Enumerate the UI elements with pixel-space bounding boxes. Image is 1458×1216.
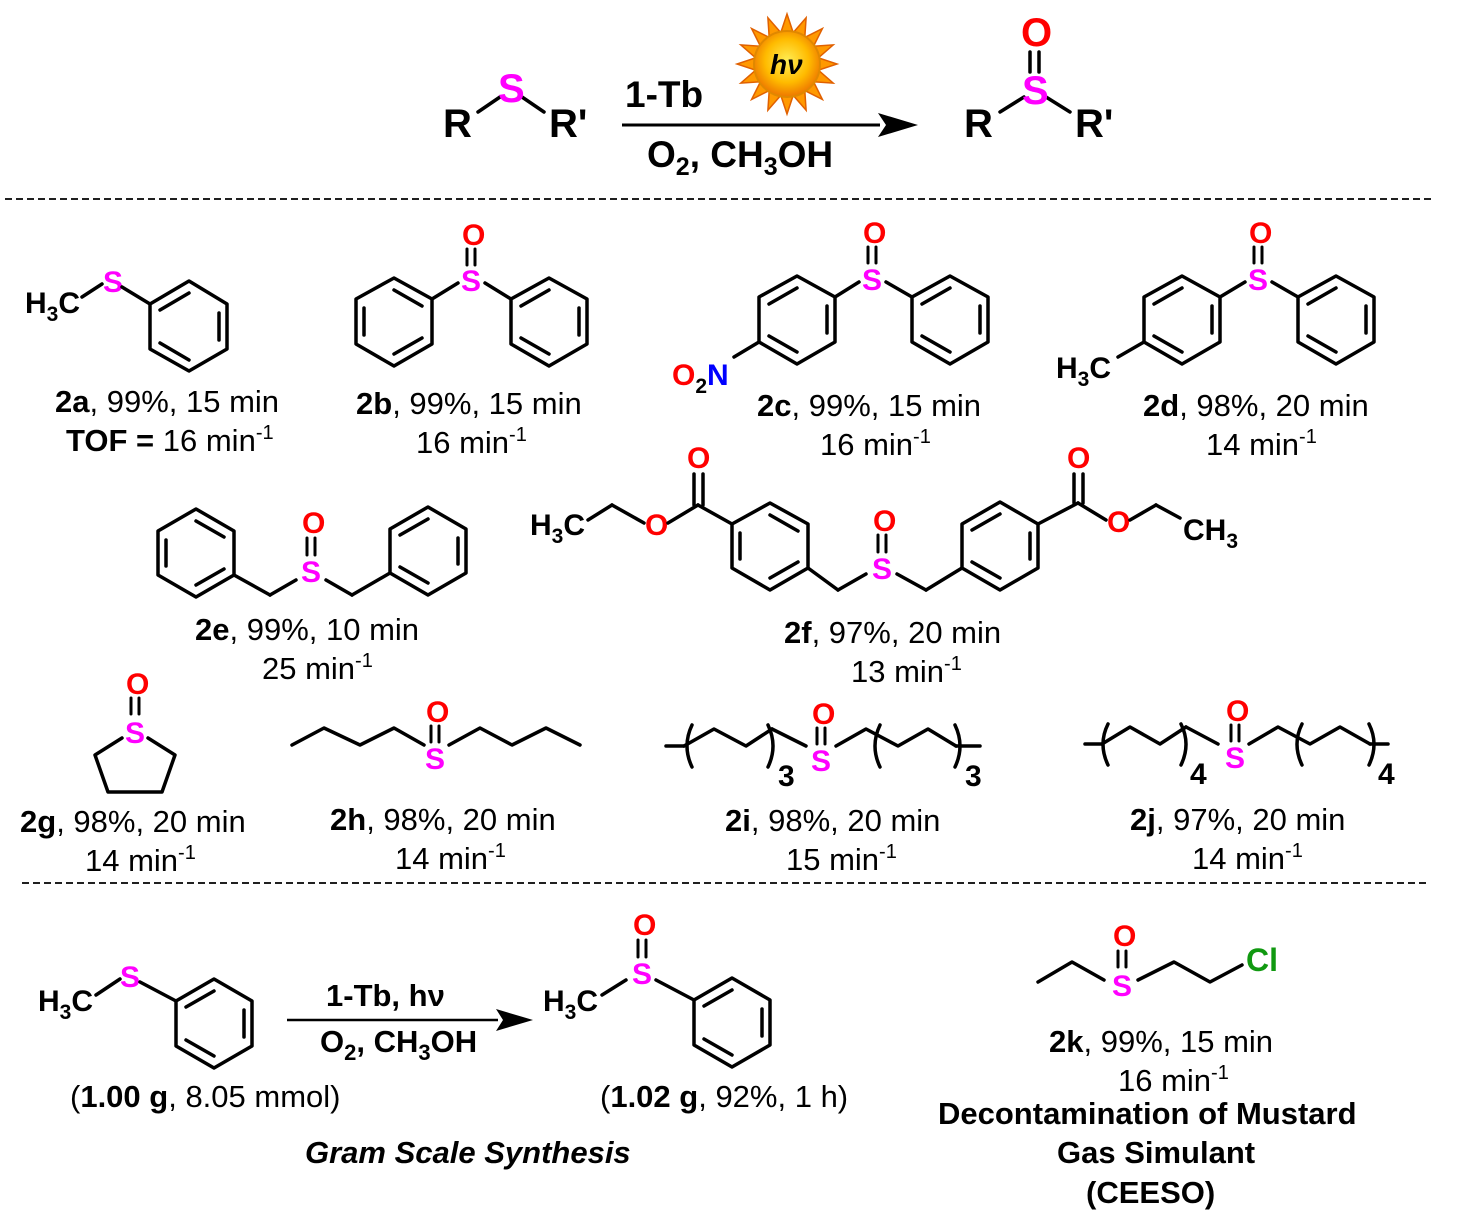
- svg-text:O: O: [633, 909, 656, 942]
- compound-2c: O S O2N 2c, 99%, 15 min 16 min-1: [672, 217, 990, 462]
- svg-text:O: O: [1107, 506, 1130, 539]
- tof-2e: 25 min-1: [262, 650, 373, 686]
- methyl-label: H3C: [530, 509, 585, 548]
- svg-text:O: O: [126, 668, 149, 701]
- methyl-label: H3C: [1056, 352, 1111, 391]
- compound-2j: 4 O S 4 2j, 97%, 20 min 14 min-1: [1083, 695, 1395, 876]
- compound-2i: 3 O S 3 2i, 98%, 20 min 15 min-1: [664, 698, 982, 877]
- svg-text:O: O: [462, 219, 485, 252]
- tof-2f: 13 min-1: [851, 653, 962, 689]
- svg-text:S: S: [1248, 264, 1268, 297]
- label-2i: 2i, 98%, 20 min: [725, 803, 940, 838]
- svg-text:S: S: [461, 265, 481, 298]
- tof-2c: 16 min-1: [820, 426, 931, 462]
- reactant-s-atom: S: [498, 67, 525, 111]
- tof-2g: 14 min-1: [85, 842, 196, 878]
- methyl-label: CH3: [1183, 514, 1238, 553]
- methyl-label: H3C: [38, 985, 93, 1024]
- methyl-label: H3C: [543, 985, 598, 1024]
- ceeso-title-line1: Decontamination of Mustard: [938, 1096, 1357, 1131]
- svg-text:S: S: [125, 717, 145, 750]
- svg-text:3: 3: [965, 760, 982, 793]
- label-2h: 2h, 98%, 20 min: [330, 802, 556, 837]
- svg-text:O: O: [1067, 442, 1090, 475]
- svg-text:3: 3: [778, 760, 795, 793]
- compound-2h: O S 2h, 98%, 20 min 14 min-1: [290, 696, 582, 876]
- tof-2j: 14 min-1: [1192, 840, 1303, 876]
- label-2e: 2e, 99%, 10 min: [195, 612, 419, 647]
- svg-text:S: S: [1112, 970, 1132, 1003]
- gram-arrow-head: [496, 1009, 533, 1031]
- svg-text:4: 4: [1190, 758, 1207, 791]
- gram-conditions-label: O2, CH3OH: [320, 1024, 477, 1065]
- reactant-r: R: [443, 102, 472, 146]
- conditions-label: O2, CH3OH: [647, 134, 833, 181]
- gram-reagent-label: 1-Tb, hν: [326, 978, 445, 1013]
- compound-2k: O S Cl 2k, 99%, 15 min 16 min-1 Decontam…: [938, 920, 1357, 1210]
- svg-text:S: S: [632, 958, 652, 991]
- reactant-amount: (1.00 g, 8.05 mmol): [70, 1079, 341, 1114]
- svg-text:O: O: [863, 217, 886, 250]
- svg-text:O: O: [645, 509, 668, 542]
- label-2d: 2d, 98%, 20 min: [1143, 388, 1369, 423]
- svg-text:O: O: [1113, 920, 1136, 953]
- catalyst-label: 1-Tb: [625, 74, 703, 115]
- svg-text:S: S: [862, 264, 882, 297]
- gram-scale-reaction: H3C S (1.00 g, 8.05 mmol) 1-Tb, hν O2, C…: [38, 909, 848, 1170]
- gram-scale-title: Gram Scale Synthesis: [305, 1135, 631, 1170]
- tof-2i: 15 min-1: [786, 841, 897, 877]
- label-2j: 2j, 97%, 20 min: [1130, 802, 1345, 837]
- tof-2k: 16 min-1: [1118, 1062, 1229, 1098]
- label-2a: 2a, 99%, 15 min: [55, 384, 279, 419]
- svg-text:S: S: [301, 556, 321, 589]
- svg-text:S: S: [120, 961, 140, 994]
- tof-2a: TOF = 16 min-1: [66, 422, 274, 458]
- tof-2b: 16 min-1: [416, 424, 527, 460]
- label-2b: 2b, 99%, 15 min: [356, 386, 582, 421]
- svg-text:S: S: [811, 745, 831, 778]
- ceeso-title-line2: Gas Simulant: [1057, 1135, 1255, 1170]
- compound-2b: O S 2b, 99%, 15 min 16 min-1: [354, 219, 589, 460]
- svg-text:O: O: [1249, 217, 1272, 250]
- svg-text:O: O: [687, 442, 710, 475]
- svg-text:S: S: [425, 743, 445, 776]
- compound-2g: O S 2g, 98%, 20 min 14 min-1: [20, 668, 246, 878]
- reactant-r-prime: R': [549, 102, 587, 146]
- tof-2d: 14 min-1: [1206, 426, 1317, 462]
- product-o-atom: O: [1021, 11, 1052, 55]
- compound-2e: O S 2e, 99%, 10 min 25 min-1: [156, 505, 468, 686]
- compound-2f: H3C O O O S O O CH3 2f, 97%, 20 min 13 m…: [530, 442, 1238, 689]
- label-2c: 2c, 99%, 15 min: [757, 388, 981, 423]
- svg-text:O: O: [812, 698, 835, 731]
- compound-2d: O S H3C 2d, 98%, 20 min 14 min-1: [1056, 217, 1376, 462]
- svg-text:Cl: Cl: [1246, 942, 1278, 978]
- arrow-head: [878, 113, 918, 137]
- compound-2a: H3C S 2a, 99%, 15 min TOF = 16 min-1: [25, 266, 279, 458]
- product-s-atom: S: [1022, 69, 1049, 113]
- svg-text:O: O: [1226, 695, 1249, 728]
- label-2k: 2k, 99%, 15 min: [1049, 1024, 1273, 1059]
- methyl-label: H3C: [25, 287, 80, 326]
- general-reaction: R S R' 1-Tb O2, CH3OH hν R S: [443, 11, 1113, 181]
- product-amount: (1.02 g, 92%, 1 h): [600, 1079, 848, 1114]
- svg-text:O: O: [426, 696, 449, 729]
- svg-text:S: S: [872, 553, 892, 586]
- ceeso-title-line3: (CEESO): [1086, 1175, 1215, 1210]
- light-label: hν: [770, 49, 803, 80]
- product-r-prime: R': [1075, 102, 1113, 146]
- sun-icon: hν: [734, 11, 840, 117]
- tof-2h: 14 min-1: [395, 840, 506, 876]
- nitro-label: O2N: [672, 359, 729, 398]
- svg-text:4: 4: [1378, 758, 1395, 791]
- label-2f: 2f, 97%, 20 min: [784, 615, 1001, 650]
- label-2g: 2g, 98%, 20 min: [20, 804, 246, 839]
- svg-text:O: O: [873, 505, 896, 538]
- svg-text:S: S: [1225, 742, 1245, 775]
- svg-text:O: O: [302, 507, 325, 540]
- svg-text:S: S: [103, 266, 123, 299]
- product-r: R: [964, 102, 993, 146]
